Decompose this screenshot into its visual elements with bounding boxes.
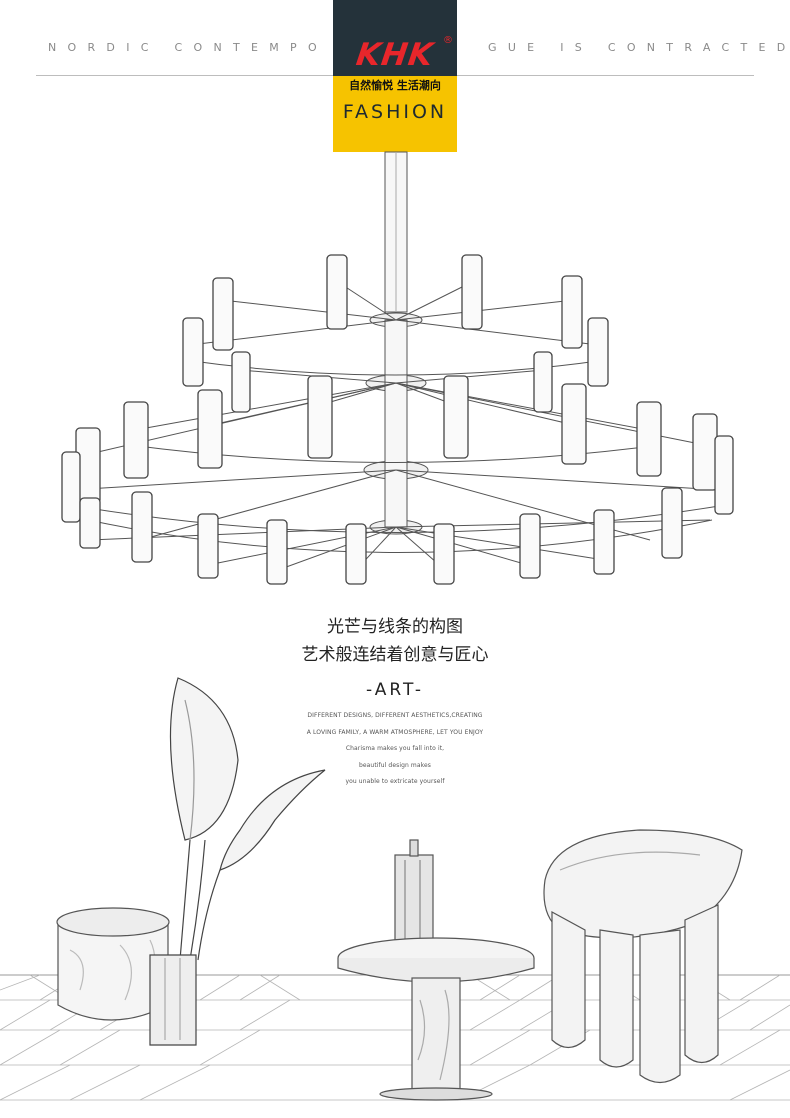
headline-line-2: 艺术般连结着创意与匠心: [301, 645, 489, 665]
header-tagline: NORDIC CONTEMPO GUE IS CONTRACTED: [48, 41, 785, 54]
tagline-right: GUE IS CONTRACTED: [488, 41, 790, 54]
logo-dark-panel: [333, 0, 457, 76]
body-line-5: you unable to extricate yourself: [345, 778, 445, 785]
body-line-4: beautiful design makes: [358, 762, 432, 769]
logo-yellow-panel: [333, 76, 457, 152]
body-line-1: DIFFERENT DESIGNS, DIFFERENT AESTHETICS,…: [307, 712, 483, 719]
chandelier-sketch: [61, 151, 734, 585]
registered-mark: ®: [443, 35, 453, 46]
body-line-3: Charisma makes you fall into it,: [345, 745, 445, 752]
art-title: -ART-: [366, 680, 424, 700]
elephant-chair-sketch: [543, 829, 743, 1084]
brand-logo: KHK ® 自然愉悦 生活潮向 FASHION: [333, 0, 457, 152]
headline-line-1: 光芒与线条的构图: [327, 617, 463, 637]
pouf-sketch: [56, 907, 170, 1021]
side-table-sketch: [337, 839, 535, 1101]
herringbone-floor-sketch: [0, 974, 790, 1101]
tagline-left: NORDIC CONTEMPO: [48, 41, 328, 54]
body-line-2: A LOVING FAMILY, A WARM ATMOSPHERE, LET …: [306, 729, 484, 736]
brand-fashion: FASHION: [342, 101, 448, 123]
brand-slogan: 自然愉悦 生活潮向: [349, 79, 441, 92]
